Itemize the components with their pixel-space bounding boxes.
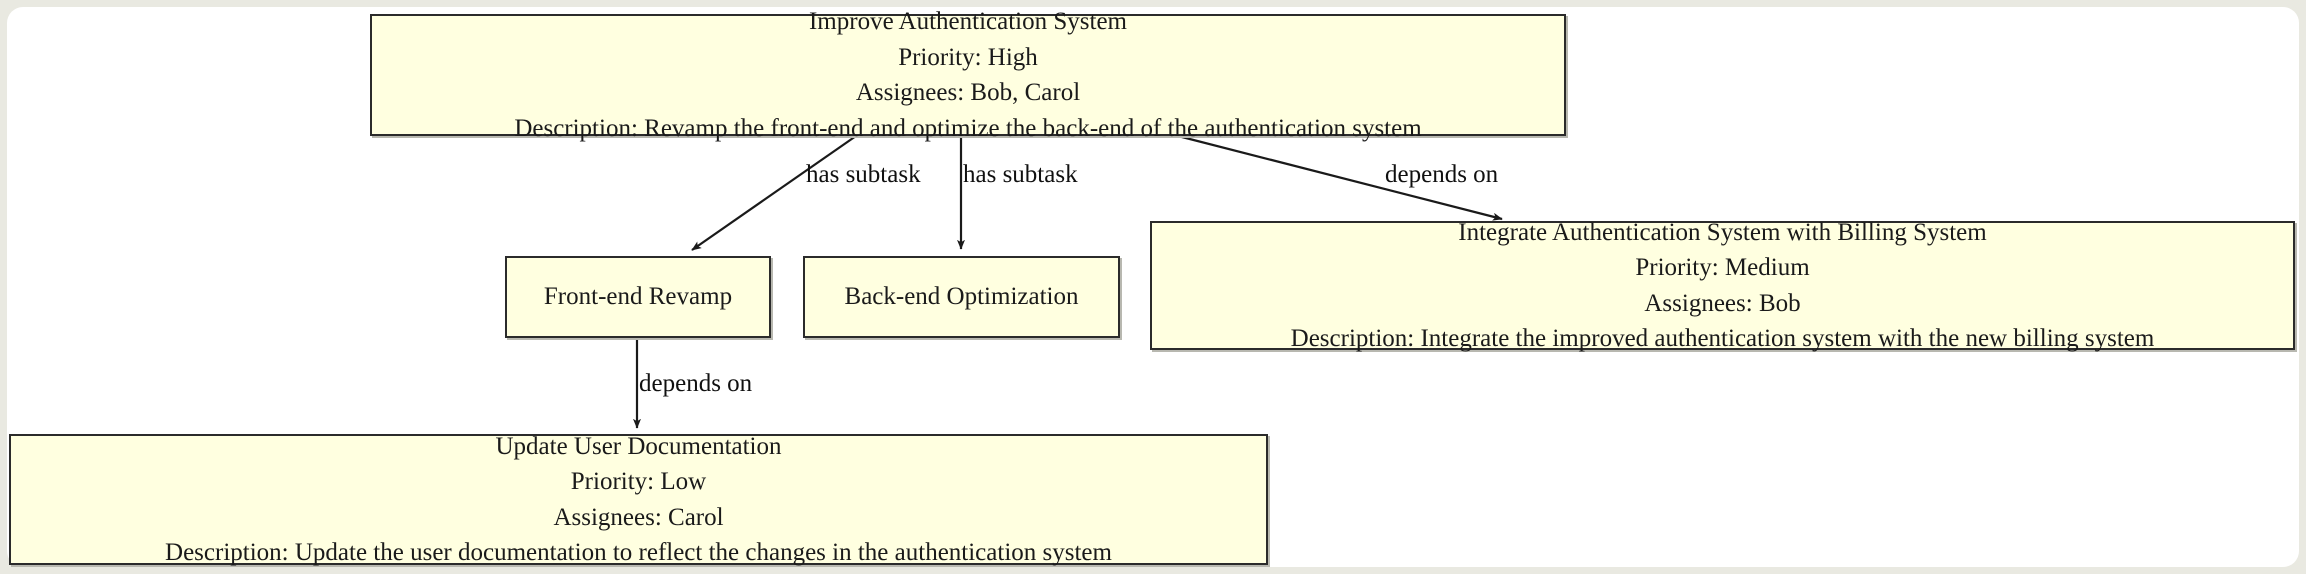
node-description: Description: Revamp the front-end and op… [514, 114, 1422, 142]
edge-label-depends-on-update: depends on [639, 370, 753, 397]
node-assignees: Assignees: Carol [553, 503, 724, 531]
node-title: Improve Authentication System [808, 8, 1127, 35]
edge-label-depends-on-integrate: depends on [1385, 161, 1499, 188]
node-title: Back-end Optimization [844, 283, 1079, 311]
node-priority: Priority: Low [570, 468, 707, 495]
node-priority: Priority: Medium [1635, 254, 1810, 281]
node-assignees: Assignees: Bob, Carol [855, 79, 1081, 106]
node-assignees: Assignees: Bob [1644, 289, 1801, 317]
node-title: Update User Documentation [495, 432, 782, 460]
node-title: Integrate Authentication System with Bil… [1458, 218, 1987, 246]
edge-label-has-subtask-frontend: has subtask [806, 161, 921, 188]
node-description: Description: Update the user documentati… [165, 539, 1112, 566]
edge-label-has-subtask-backend: has subtask [963, 161, 1078, 188]
node-integrate-authentication-system-with-billing-system[interactable]: Integrate Authentication System with Bil… [1150, 219, 2295, 352]
node-priority: Priority: High [898, 43, 1038, 71]
node-front-end-revamp[interactable]: Front-end Revamp [505, 256, 771, 338]
node-back-end-optimization[interactable]: Back-end Optimization [803, 256, 1120, 338]
node-title: Front-end Revamp [543, 283, 733, 311]
node-description: Description: Integrate the improved auth… [1290, 325, 2155, 352]
node-improve-authentication-system[interactable]: Improve Authentication System Priority: … [370, 8, 1566, 142]
node-update-user-documentation[interactable]: Update User Documentation Priority: Low … [9, 433, 1268, 566]
